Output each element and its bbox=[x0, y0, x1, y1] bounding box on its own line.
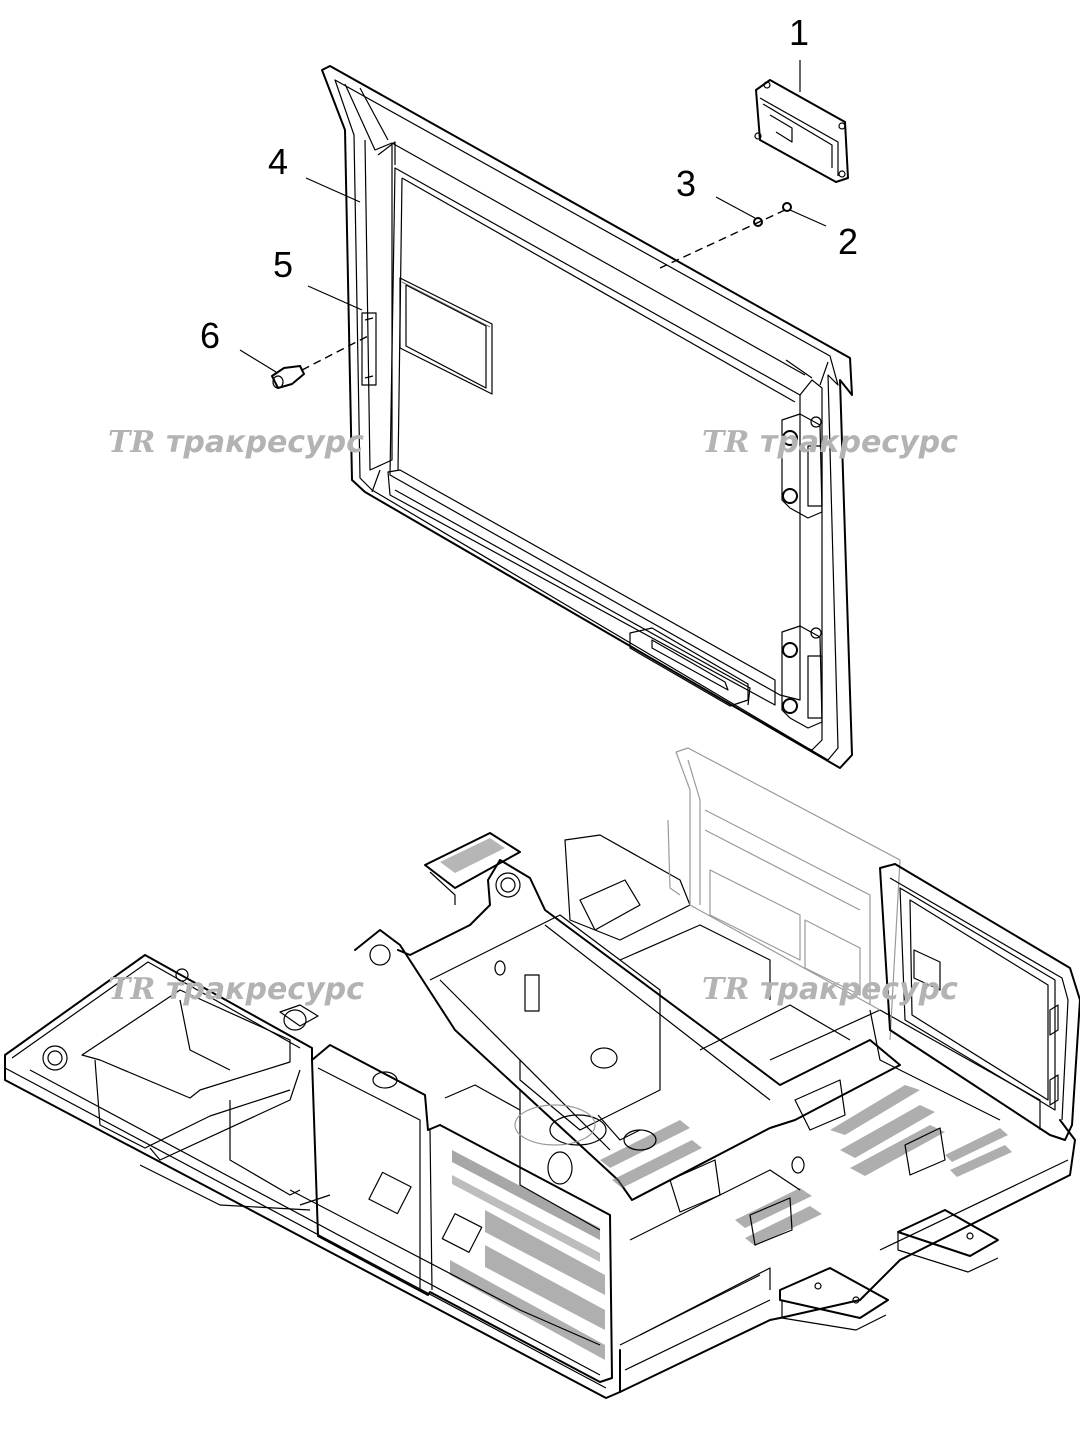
watermark-2: TR тракресурс bbox=[702, 425, 958, 460]
watermark-4: TR тракресурс bbox=[702, 972, 958, 1007]
assembly-line-1 bbox=[659, 209, 786, 269]
watermark-1: TR тракресурс bbox=[108, 425, 364, 460]
callout-6: 6 bbox=[200, 315, 220, 356]
leader-lines bbox=[239, 60, 827, 373]
part-2-nut bbox=[782, 202, 792, 212]
watermark-logo: TR bbox=[702, 425, 749, 460]
callout-5: 5 bbox=[273, 244, 293, 285]
watermark-logo: TR bbox=[108, 972, 155, 1007]
callout-1: 1 bbox=[789, 12, 809, 53]
watermark-logo: TR bbox=[108, 425, 155, 460]
watermark-logo: TR bbox=[702, 972, 749, 1007]
callout-4: 4 bbox=[268, 141, 288, 182]
watermark-text: тракресурс bbox=[166, 425, 364, 460]
part-1-cover bbox=[754, 79, 849, 183]
watermark-text: тракресурс bbox=[166, 972, 364, 1007]
watermark-text: тракресурс bbox=[760, 972, 958, 1007]
watermark-text: тракресурс bbox=[760, 425, 958, 460]
part-6-bolt bbox=[271, 365, 305, 389]
upper-structure bbox=[4, 747, 1080, 1399]
callout-2: 2 bbox=[838, 221, 858, 262]
watermark-3: TR тракресурс bbox=[108, 972, 364, 1007]
callout-3: 3 bbox=[676, 163, 696, 204]
door-panel bbox=[321, 65, 853, 769]
